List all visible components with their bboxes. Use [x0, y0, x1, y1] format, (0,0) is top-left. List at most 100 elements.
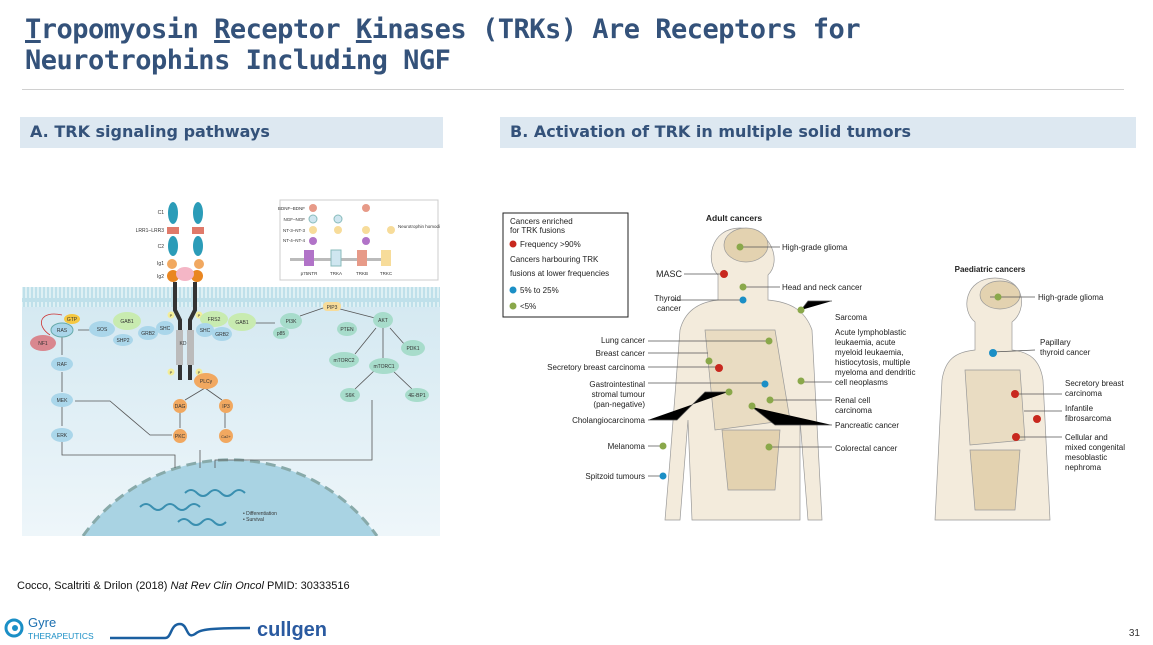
svg-text:Gastrointestinal: Gastrointestinal	[589, 380, 645, 389]
svg-text:for TRK fusions: for TRK fusions	[510, 226, 565, 235]
citation: Cocco, Scaltriti & Drilon (2018) Nat Rev…	[17, 580, 350, 592]
svg-text:myeloid leukaemia,: myeloid leukaemia,	[835, 348, 903, 357]
node-gab1-right: GAB1	[228, 313, 256, 331]
node-gab1: GAB1	[113, 312, 141, 330]
svg-text:PLCγ: PLCγ	[200, 379, 213, 385]
node-pip3: PIP3	[323, 302, 341, 311]
svg-text:P: P	[170, 370, 173, 375]
svg-text:MEK: MEK	[57, 398, 69, 404]
svg-text:NT-4–NT-4: NT-4–NT-4	[283, 238, 306, 243]
domain-label: C2	[158, 244, 165, 250]
svg-text:myeloma and dendritic: myeloma and dendritic	[835, 368, 915, 377]
svg-text:leukaemia, acute: leukaemia, acute	[835, 338, 896, 347]
paediatric-silhouette	[934, 277, 1051, 521]
svg-text:S6K: S6K	[345, 393, 355, 399]
node-ip3: IP3	[219, 399, 233, 413]
node-shp2: SHP2	[113, 334, 133, 346]
node-mtorc2: mTORC2	[329, 352, 359, 368]
svg-text:mTORC1: mTORC1	[373, 364, 394, 370]
adult-silhouette	[664, 227, 823, 521]
svg-text:Melanoma: Melanoma	[608, 442, 646, 451]
node-dag: DAG	[173, 399, 187, 413]
svg-text:BDNF–BDNF: BDNF–BDNF	[278, 206, 305, 211]
nucleus	[81, 458, 379, 536]
node-s6k: S6K	[340, 388, 360, 402]
cullgen-logo: cullgen	[257, 619, 327, 641]
node-gtp: GTP	[64, 314, 80, 324]
svg-text:Cancers harbouring TRK: Cancers harbouring TRK	[510, 255, 599, 264]
svg-text:Cholangiocarcinoma: Cholangiocarcinoma	[572, 416, 645, 425]
svg-text:GRB2: GRB2	[141, 331, 155, 337]
svg-text:stromal tumour: stromal tumour	[592, 390, 646, 399]
svg-text:NT-3–NT-3: NT-3–NT-3	[283, 228, 306, 233]
section-a-header: A. TRK signaling pathways	[20, 117, 443, 148]
svg-text:fusions at lower frequencies: fusions at lower frequencies	[510, 269, 609, 278]
svg-text:Infantile: Infantile	[1065, 404, 1094, 413]
node-shc: SHC	[156, 321, 174, 335]
tumor-markers	[659, 243, 1041, 480]
svg-text:Secretory breast: Secretory breast	[1065, 379, 1124, 388]
gyre-logo-icon	[4, 618, 24, 638]
slide-title: Tropomyosin Receptor Kinases (TRKs) Are …	[25, 14, 861, 76]
trk-receptor	[167, 202, 204, 380]
node-raf: RAF	[51, 357, 73, 371]
svg-text:PTEN: PTEN	[340, 327, 354, 333]
svg-text:GTP: GTP	[67, 317, 78, 323]
svg-text:KD: KD	[180, 341, 187, 347]
page-number: 31	[1128, 628, 1140, 639]
svg-text:Colorectal cancer: Colorectal cancer	[835, 444, 898, 453]
svg-text:Acute lymphoblastic: Acute lymphoblastic	[835, 328, 906, 337]
node-erk: ERK	[51, 428, 73, 442]
svg-text:PIP3: PIP3	[327, 305, 338, 311]
node-grb2: GRB2	[138, 326, 158, 340]
svg-text:Thyroid: Thyroid	[654, 294, 681, 303]
svg-text:5% to 25%: 5% to 25%	[520, 286, 559, 295]
svg-text:Pancreatic cancer: Pancreatic cancer	[835, 421, 899, 430]
svg-text:nephroma: nephroma	[1065, 463, 1102, 472]
node-4ebp1: 4E-BP1	[405, 388, 429, 402]
node-grb2-right: GRB2	[212, 327, 232, 341]
svg-text:Papillary: Papillary	[1040, 338, 1071, 347]
svg-text:GAB1: GAB1	[120, 319, 134, 325]
svg-text:cell neoplasms: cell neoplasms	[835, 378, 888, 387]
svg-text:histiocytosis, multiple: histiocytosis, multiple	[835, 358, 911, 367]
node-plcg: PLCγ	[194, 373, 218, 389]
svg-text:TRKB: TRKB	[356, 271, 368, 276]
svg-text:ERK: ERK	[57, 433, 68, 439]
legend-note: Neurotrophin homodimers	[398, 224, 451, 229]
svg-text:PKC: PKC	[175, 434, 186, 440]
node-pkc: PKC	[173, 429, 187, 443]
svg-text:carcinoma: carcinoma	[835, 406, 872, 415]
title-part: eceptor	[229, 14, 356, 45]
title-part: R	[214, 14, 230, 45]
svg-text:AKT: AKT	[378, 318, 388, 324]
svg-text:Cellular and: Cellular and	[1065, 433, 1108, 442]
section-b-header: B. Activation of TRK in multiple solid t…	[500, 117, 1136, 148]
svg-text:p85: p85	[277, 331, 286, 337]
svg-text:TRKA: TRKA	[330, 271, 342, 276]
svg-text:SHC: SHC	[160, 326, 171, 332]
footer-logos: Gyre THERAPEUTICS cullgen	[4, 615, 327, 641]
svg-text:Sarcoma: Sarcoma	[835, 313, 868, 322]
svg-text:FRS2: FRS2	[208, 317, 221, 323]
title-part: ropomyosin	[40, 14, 215, 45]
gyre-logo-text: Gyre	[28, 615, 56, 630]
svg-text:(pan-negative): (pan-negative)	[593, 400, 645, 409]
svg-text:Breast cancer: Breast cancer	[596, 349, 646, 358]
svg-text:cancer: cancer	[657, 304, 681, 313]
svg-text:P: P	[198, 370, 201, 375]
svg-text:SOS: SOS	[97, 327, 108, 333]
domain-label: Ig2	[157, 274, 164, 280]
svg-text:NF1: NF1	[38, 341, 48, 347]
svg-text:MASC: MASC	[656, 269, 683, 279]
node-kd: KD	[180, 341, 187, 347]
svg-text:p75NTR: p75NTR	[301, 271, 319, 276]
citation-pmid: PMID: 30333516	[264, 580, 350, 592]
node-frs2: FRS2	[200, 311, 228, 327]
citation-authors: Cocco, Scaltriti & Drilon (2018)	[17, 580, 171, 592]
connector-swoosh	[110, 622, 251, 640]
